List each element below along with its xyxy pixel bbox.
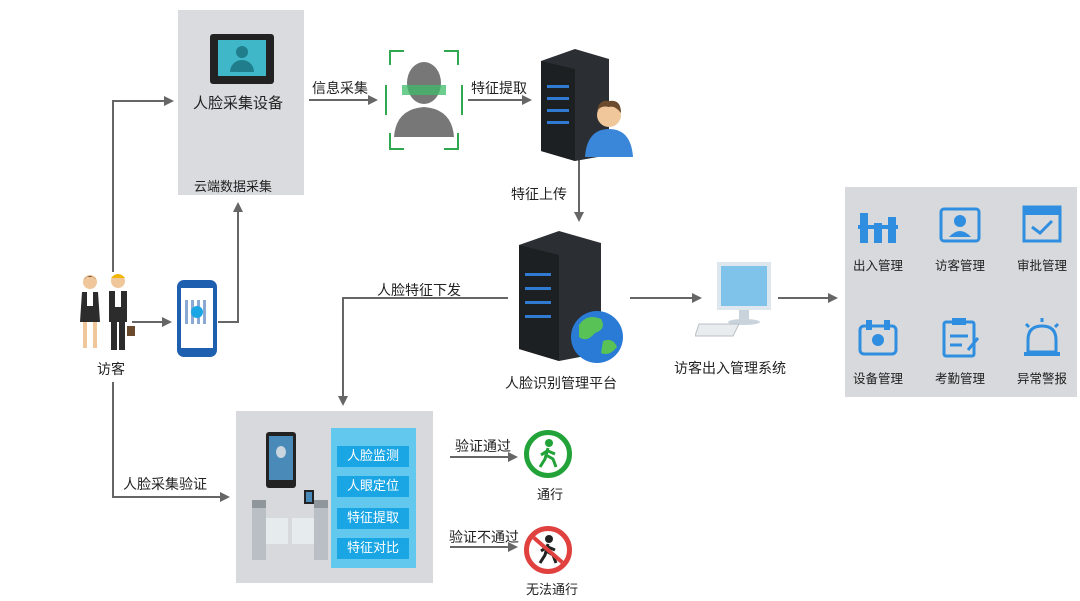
step-eye-locate: 人眼定位 [337,476,409,497]
face-device-label: 人脸采集设备 [193,94,284,112]
feature-dispatch-label: 人脸特征下发 [377,283,461,299]
step-feature-extract: 特征提取 [337,508,409,529]
mobile-qr-icon [177,280,217,357]
face-terminal-icon [210,34,274,84]
step-feature-compare: 特征对比 [337,538,409,559]
no-entry-walking-icon [524,526,572,574]
face-scan-icon [385,50,463,150]
approval-icon [1022,205,1062,243]
cloud-collection-label: 云端数据采集 [194,180,273,195]
system-label: 访客出入管理系统 [674,361,786,377]
device-icon [858,320,898,356]
step-face-detect: 人脸监测 [337,446,409,467]
feature-upload-label: 特征上传 [511,187,567,203]
verify-fail-label: 验证不通过 [449,530,519,546]
pass-label: 通行 [537,488,564,503]
visitor-people-icon [80,274,135,350]
attendance-icon [942,318,980,358]
face-terminal-screen-icon [266,432,296,488]
verify-pass-label: 验证通过 [455,439,511,455]
pass-walking-icon [524,430,572,478]
face-verify-label: 人脸采集验证 [123,477,207,493]
module-alarm: 异常警报 [1012,316,1072,387]
verification-steps-panel: 人脸监测 人眼定位 特征提取 特征对比 [331,428,416,568]
computer-icon [695,262,771,337]
recognition-platform-server-icon [519,231,623,363]
fail-label: 无法通行 [526,583,579,598]
module-device: 设备管理 [848,316,908,387]
turnstile-icon [858,213,898,243]
feature-server-icon [541,49,633,161]
module-visitor: 访客管理 [930,203,990,274]
alarm-icon [1024,318,1060,356]
visitor-label: 访客 [97,362,125,378]
turnstile-gate-icon [252,490,328,560]
module-approval: 审批管理 [1012,203,1072,274]
info-collect-label: 信息采集 [312,81,368,97]
visitor-card-icon [939,207,981,243]
feature-extract-label: 特征提取 [471,81,527,97]
module-attendance: 考勤管理 [930,316,990,387]
platform-label: 人脸识别管理平台 [505,376,617,392]
module-entry-exit: 出入管理 [848,203,908,274]
